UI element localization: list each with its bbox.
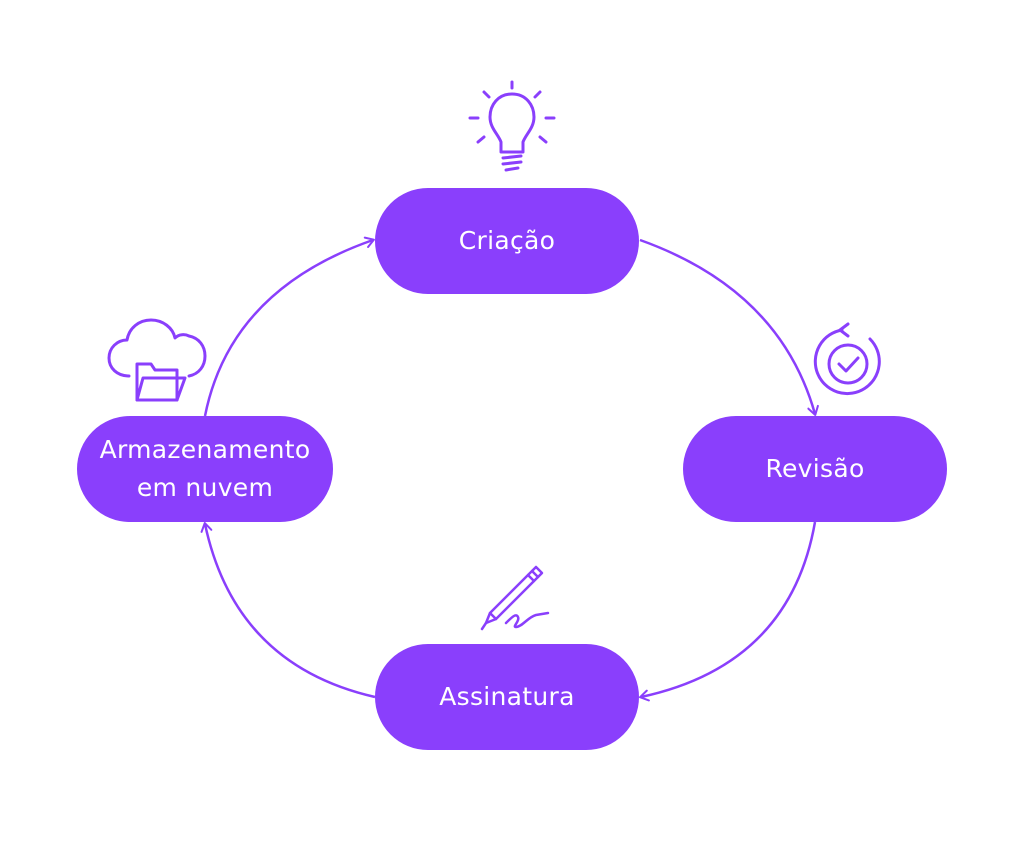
lightbulb-icon [468, 80, 556, 172]
stage-armazenamento-label: Armazenamento em nuvem [99, 435, 311, 502]
arrow-armazenamento-to-criacao [203, 236, 375, 417]
arrow-assinatura-to-armazenamento [200, 522, 376, 699]
pen-signature-icon [480, 565, 550, 631]
stage-assinatura: Assinatura [375, 644, 639, 750]
stage-revisao: Revisão [683, 416, 947, 522]
stage-criacao-label: Criação [458, 226, 556, 255]
refresh-check-icon [813, 322, 881, 396]
stage-armazenamento: Armazenamento em nuvem [77, 416, 333, 522]
cloud-folder-icon [107, 318, 207, 402]
stage-revisao-label: Revisão [765, 454, 865, 483]
arrow-revisao-to-assinatura [639, 521, 817, 702]
stage-criacao: Criação [375, 188, 639, 294]
arrow-criacao-to-revisao [639, 238, 819, 416]
stage-assinatura-label: Assinatura [439, 682, 575, 711]
